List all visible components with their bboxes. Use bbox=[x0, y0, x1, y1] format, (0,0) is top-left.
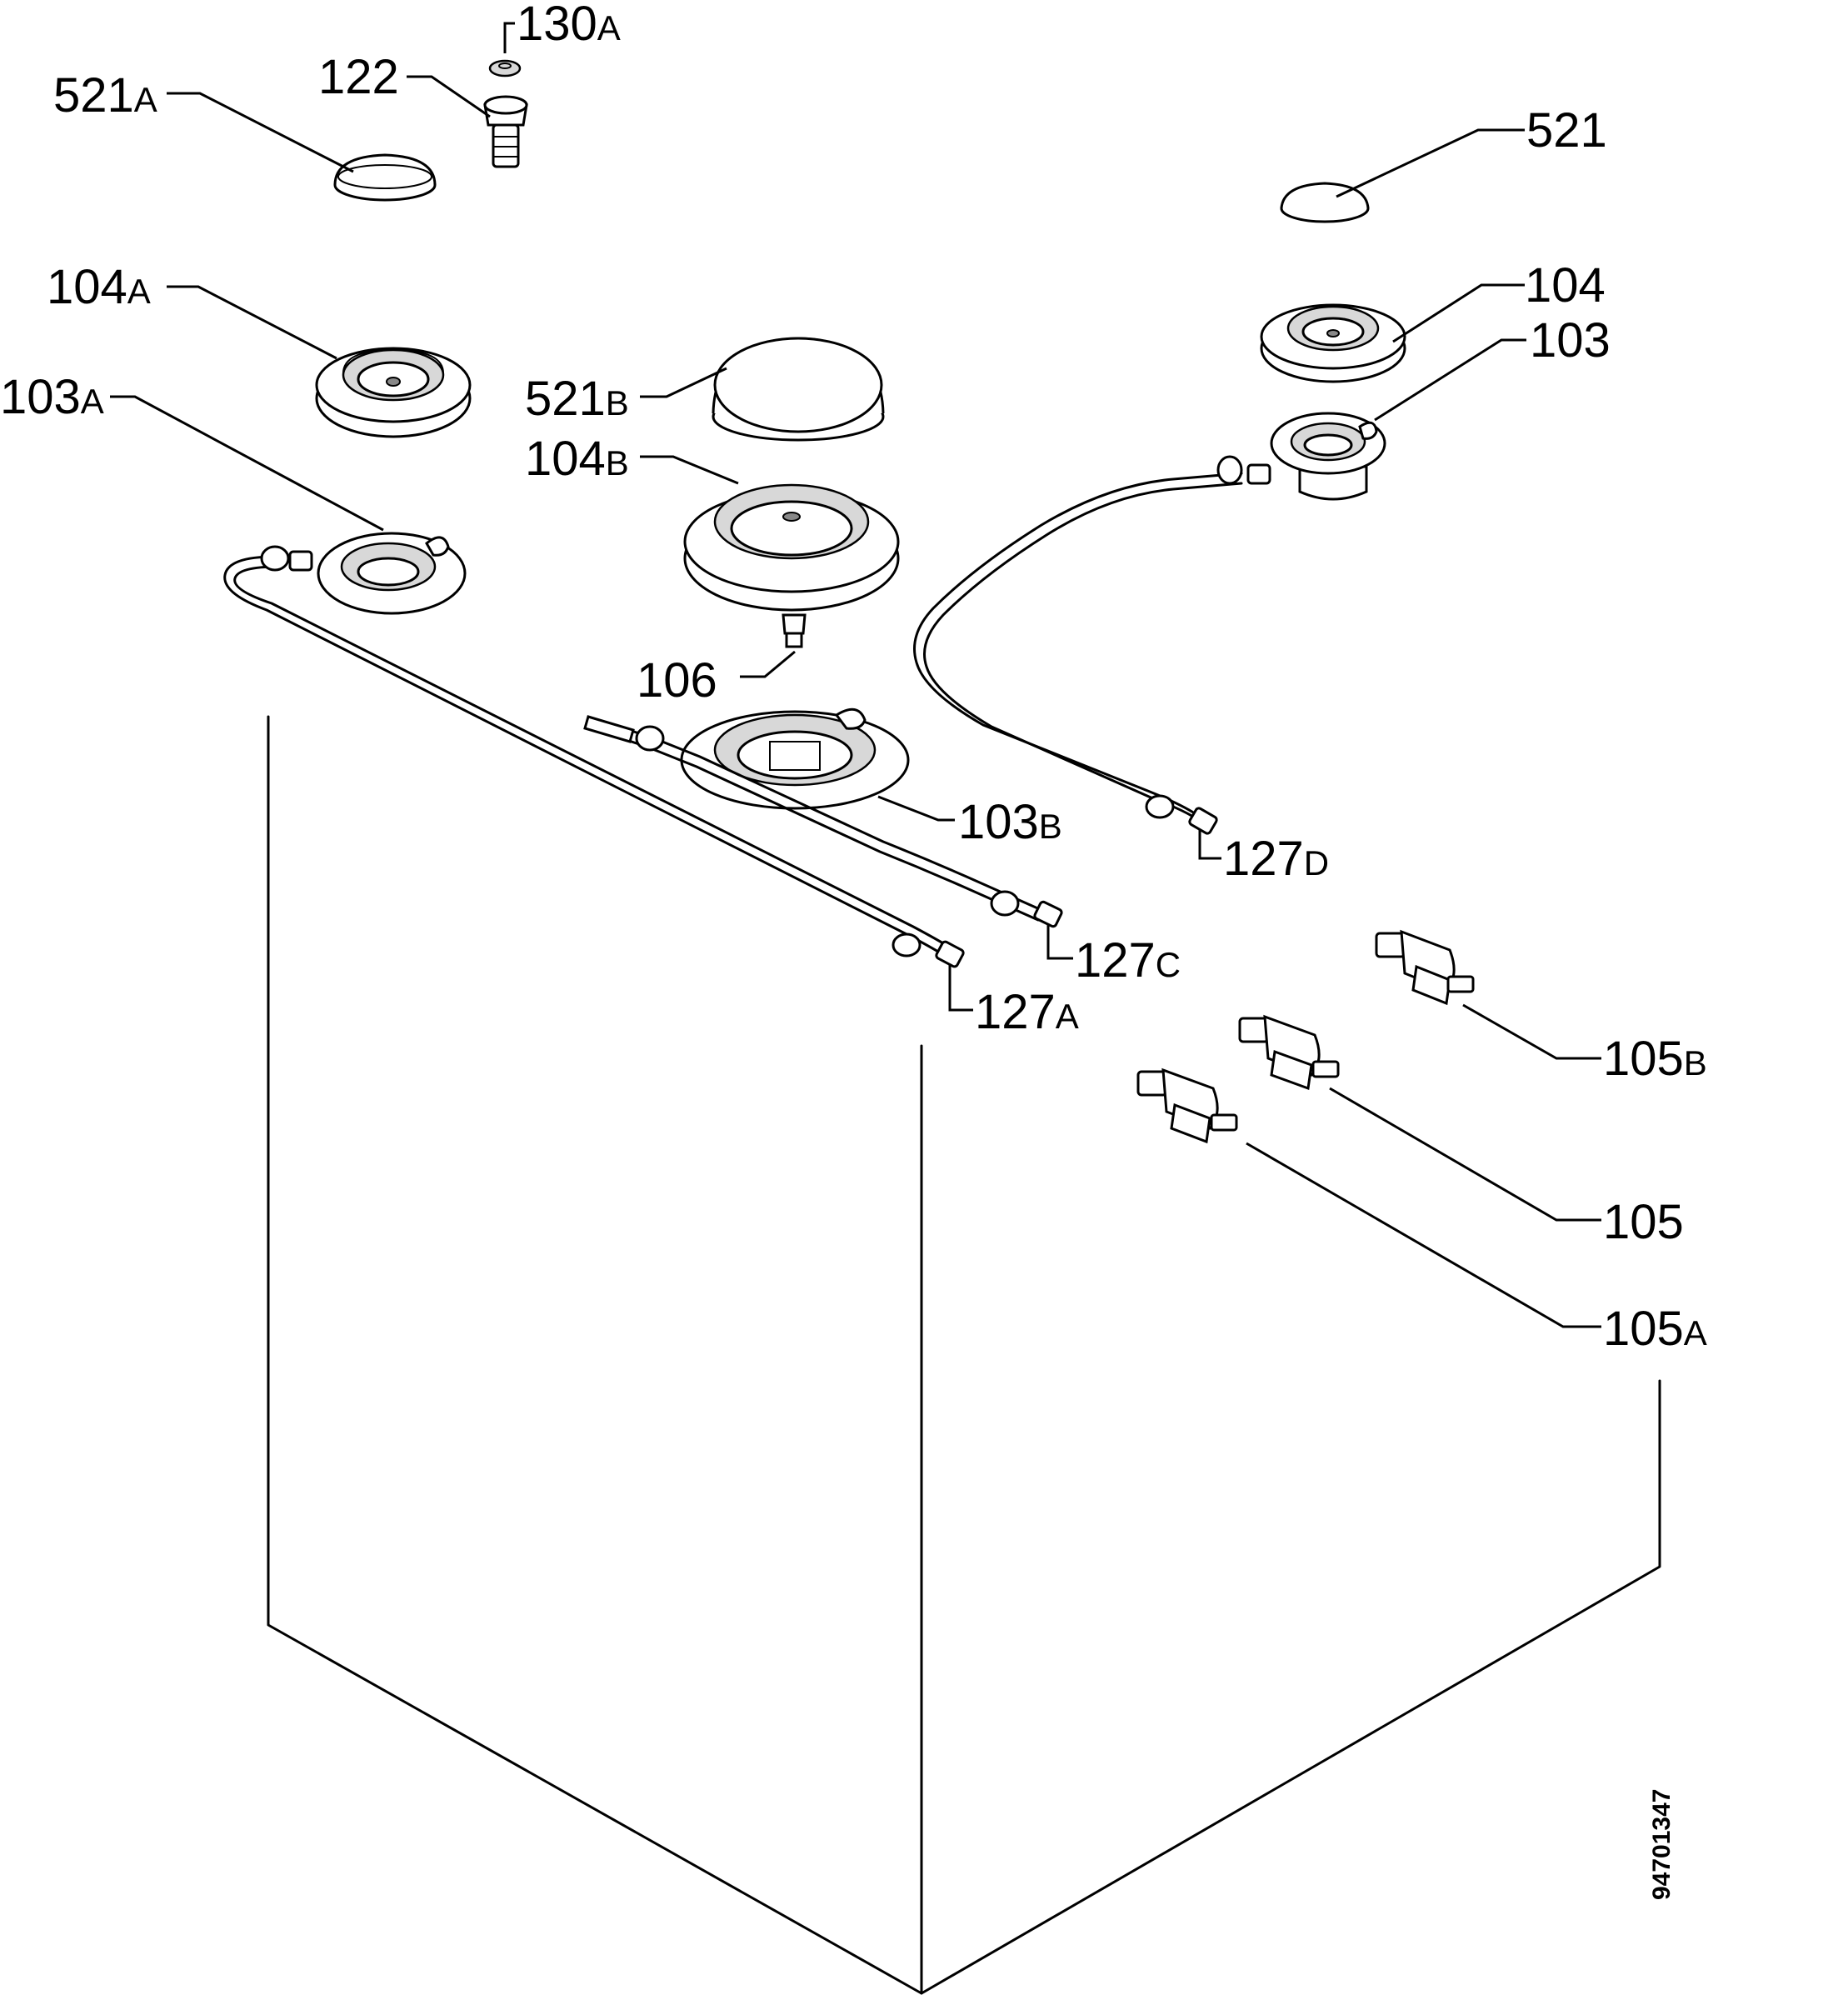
valve-105 bbox=[1238, 1014, 1340, 1091]
label-103a: 103A bbox=[0, 370, 104, 424]
burner-cap-521 bbox=[1280, 182, 1370, 223]
valve-105b bbox=[1375, 929, 1475, 1006]
fitting-122 bbox=[483, 95, 528, 168]
burner-head-104b bbox=[683, 483, 900, 612]
label-104b: 104B bbox=[525, 432, 629, 486]
label-105: 105 bbox=[1603, 1195, 1684, 1249]
label-103: 103 bbox=[1530, 313, 1611, 368]
label-105b: 105B bbox=[1603, 1032, 1707, 1086]
label-104a: 104A bbox=[47, 260, 151, 314]
burner-cup-103 bbox=[1270, 412, 1386, 501]
label-521b: 521B bbox=[525, 372, 629, 426]
burner-cup-103b bbox=[680, 708, 910, 810]
leader-lines bbox=[110, 22, 1601, 1328]
label-105a: 105A bbox=[1603, 1302, 1707, 1356]
gas-pipe-127c bbox=[583, 715, 1063, 928]
label-130a: 130A bbox=[517, 0, 621, 51]
gas-pipe-127a bbox=[223, 545, 965, 968]
label-127d: 127D bbox=[1223, 832, 1329, 886]
nut-130a bbox=[488, 59, 522, 78]
burner-cup-103a bbox=[317, 532, 467, 615]
cabinet-outline bbox=[267, 715, 1661, 1995]
burner-head-104 bbox=[1260, 303, 1406, 383]
gas-pipe-127d bbox=[913, 455, 1271, 835]
injector-106 bbox=[782, 613, 807, 648]
label-521a: 521A bbox=[53, 68, 157, 122]
label-103b: 103B bbox=[958, 795, 1062, 849]
burner-cap-521a bbox=[333, 153, 437, 202]
label-127c: 127C bbox=[1075, 933, 1181, 988]
document-number: 94701347 bbox=[1648, 1789, 1676, 1900]
valve-105a bbox=[1136, 1068, 1238, 1144]
label-521: 521 bbox=[1526, 103, 1607, 158]
burner-cap-521b bbox=[712, 337, 885, 442]
burner-head-104a bbox=[315, 347, 472, 438]
label-106: 106 bbox=[637, 653, 717, 708]
label-104: 104 bbox=[1525, 258, 1606, 312]
label-127a: 127A bbox=[975, 985, 1079, 1039]
label-122: 122 bbox=[318, 50, 399, 104]
